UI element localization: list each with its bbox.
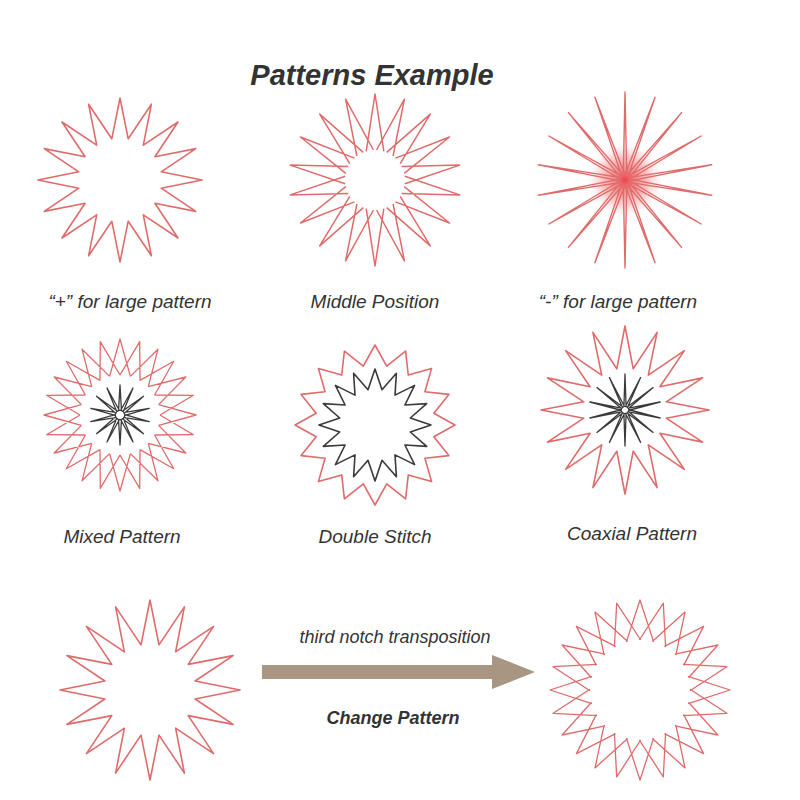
change-arrow (262, 655, 535, 689)
stitch-star (590, 374, 660, 446)
stitch-patterns (38, 92, 730, 780)
stitch-star (44, 339, 196, 491)
stitch-star (38, 98, 202, 262)
title: Patterns Example (250, 59, 493, 92)
pattern-label: Mixed Pattern (63, 526, 180, 548)
stitch-star (541, 326, 709, 494)
pattern-label: “+” for large pattern (48, 291, 211, 313)
stitch-star (538, 92, 711, 268)
stitch-star (550, 600, 730, 780)
stitch-star (295, 345, 455, 505)
pattern-label: Middle Position (311, 291, 440, 313)
arrow-label: Change Pattern (326, 708, 459, 729)
stitch-star (319, 369, 431, 481)
stitch-star (60, 600, 240, 780)
arrow-label: third notch transposition (299, 627, 490, 648)
center-glow (585, 140, 665, 220)
pattern-label: Double Stitch (318, 526, 431, 548)
pattern-label: Coaxial Pattern (567, 523, 697, 545)
stitch-star (290, 94, 459, 266)
pattern-label: “-” for large pattern (539, 291, 697, 313)
stitch-star (91, 385, 149, 445)
